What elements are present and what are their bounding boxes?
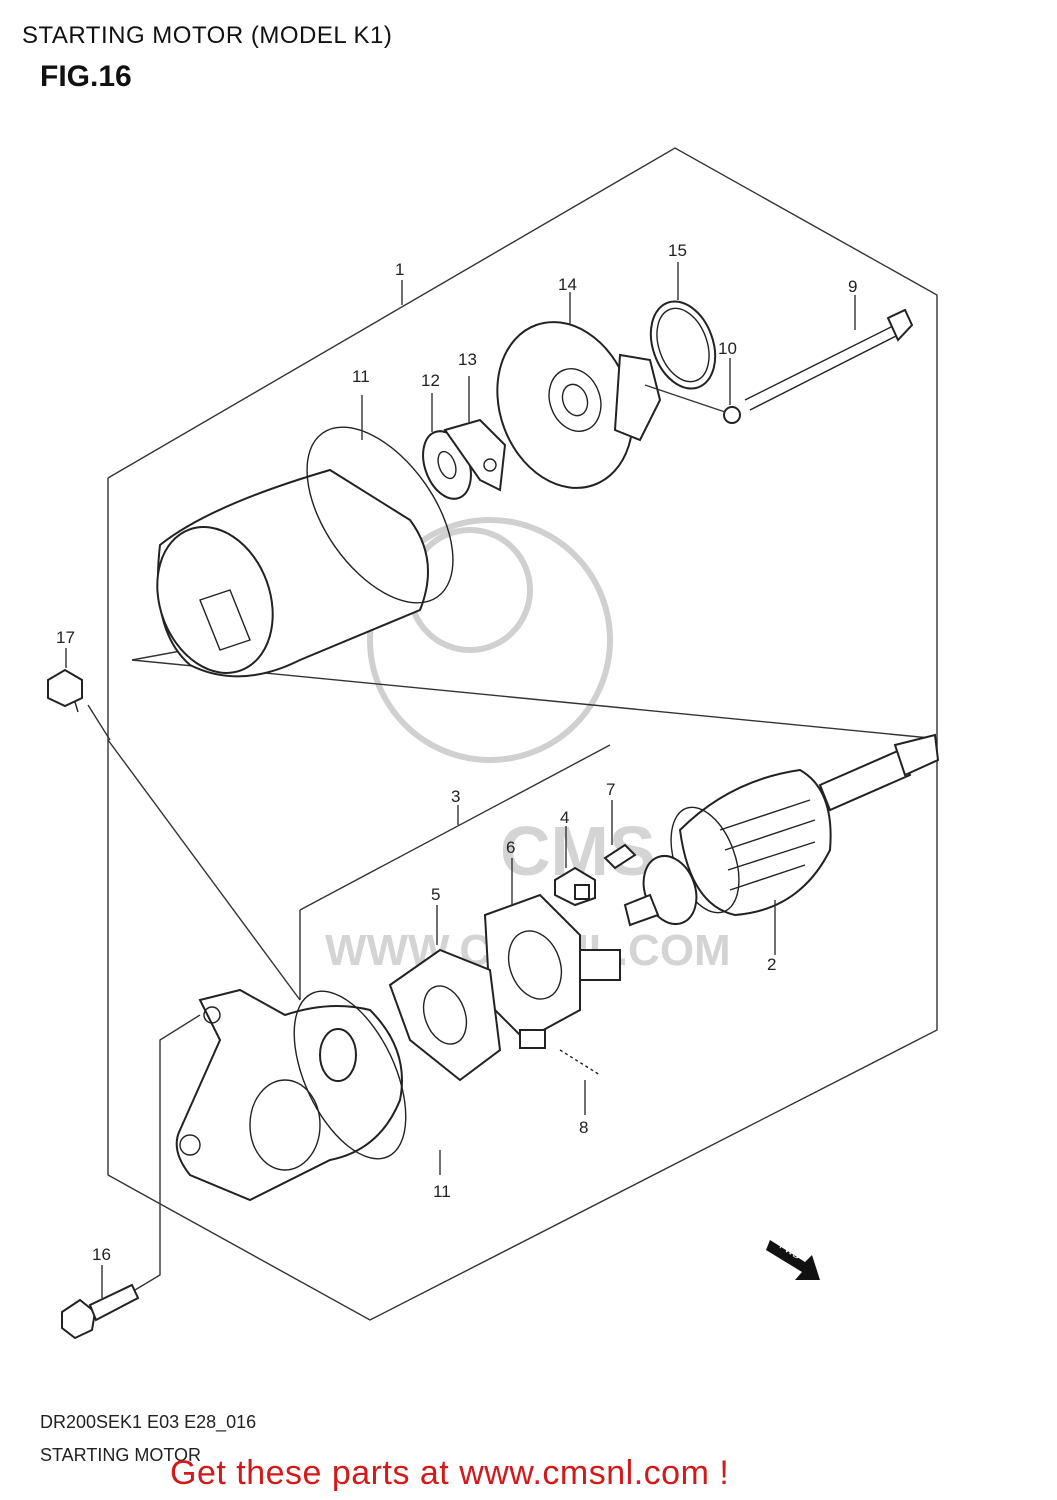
callout-c9: 9 [848,277,857,296]
callout-c8: 8 [579,1118,588,1137]
figure-label: FIG.16 [40,60,132,93]
part-end-cover [496,321,662,489]
callout-c14: 14 [558,275,577,294]
diagram-name: STARTING MOTOR [40,1445,202,1465]
fwd-arrow: FWD [766,1240,820,1280]
callout-c2: 2 [767,955,776,974]
part-brush-holder [483,893,621,1049]
part-through-bolt [744,308,914,411]
diagram-code: DR200SEK1 E03 E28_016 [40,1412,257,1432]
callout-c10: 10 [718,339,737,358]
callout-c3: 3 [451,787,460,806]
part-brush [554,866,596,907]
part-nut [47,668,83,713]
callout-c6: 6 [506,838,515,857]
part-yoke-housing [156,426,454,678]
callout-c13: 13 [458,350,477,369]
callout-c4: 4 [560,808,569,827]
part-washers [422,418,507,500]
part-screw [603,843,637,870]
callout-c1: 1 [395,260,404,279]
callout-c17: 17 [56,628,75,647]
callout-c11b: 11 [433,1182,451,1201]
shop-link-banner[interactable]: Get these parts at www.cmsnl.com ! [170,1454,730,1492]
callout-c11a: 11 [352,367,370,386]
callout-c5: 5 [431,885,440,904]
part-spring [559,1049,601,1076]
part-front-housing [175,988,407,1202]
callout-c16: 16 [92,1245,111,1264]
part-small-o-ring [723,406,741,424]
page-title: STARTING MOTOR (MODEL K1) [22,22,393,49]
part-o-ring [649,300,717,390]
callout-c12: 12 [421,371,440,390]
part-mounting-bolt [61,1283,140,1340]
callout-c15: 15 [668,241,687,260]
part-armature [623,733,940,927]
callout-c7: 7 [606,780,615,799]
part-brush-plate [388,948,502,1082]
